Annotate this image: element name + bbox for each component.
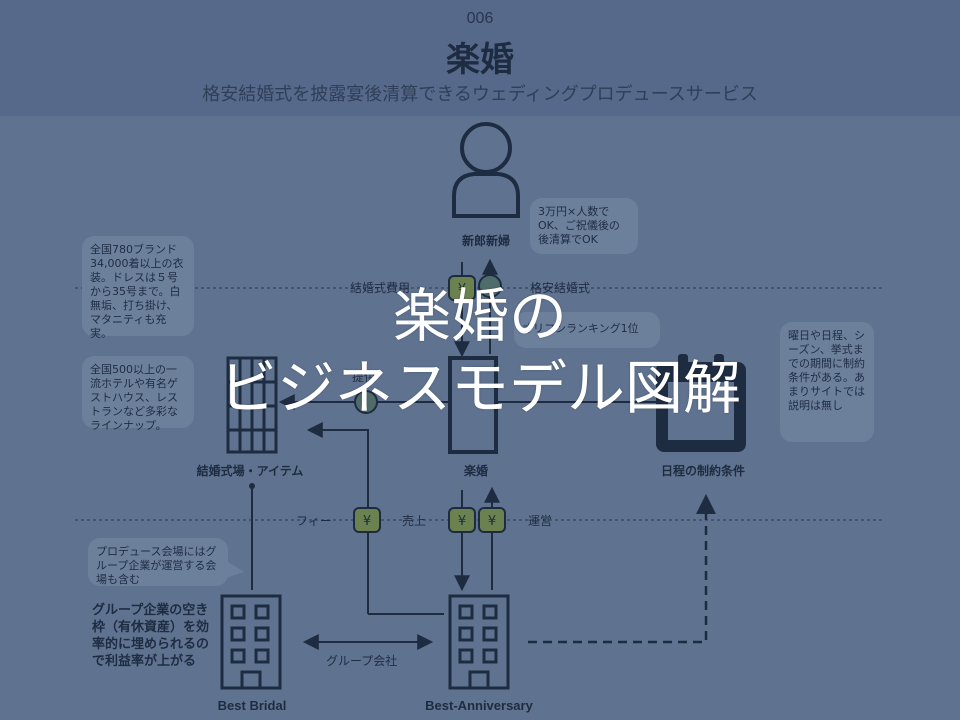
bubble-schedule: 曜日や日程、シーズン、挙式までの期間に制約条件がある。あまりサイトでは説明は無し: [780, 322, 874, 442]
flow-sales: 売上: [402, 514, 427, 528]
rakukon-box-icon: [448, 356, 498, 454]
bubble-hotels: 全国500以上の一流ホテルや有名ゲストハウス、レストランなど多彩なラインナップ。: [82, 356, 194, 432]
best-anniversary-building-icon: [448, 594, 510, 690]
overlay-title-line1: 楽婚の: [392, 282, 567, 350]
best-bridal-building-icon: [220, 594, 282, 690]
label-rakukon: 楽婚: [463, 464, 488, 478]
bubble-dresses: 全国780ブランド34,000着以上の衣装。ドレスは５号から35号まで。白無垢、…: [82, 236, 194, 340]
flow-cheap-wedding: 格安結婚式: [530, 281, 591, 295]
header-band: [0, 0, 960, 116]
yen-icon: ¥: [458, 514, 466, 529]
arrow-fee-path: [306, 422, 369, 614]
yen-icon: ¥: [488, 514, 496, 529]
service-badge-top: [478, 274, 502, 298]
yen-badge-fee-top: ¥: [448, 275, 476, 301]
yen-badge-operate: ¥: [478, 507, 506, 533]
yen-badge-fee: ¥: [353, 507, 381, 533]
yen-badge-sales: ¥: [448, 507, 476, 533]
flow-group-company: グループ会社: [326, 654, 398, 668]
case-number: 006: [466, 10, 494, 27]
couple-person-icon: [452, 122, 520, 218]
page-subtitle: 格安結婚式を披露宴後清算できるウェディングプロデュースサービス: [202, 84, 758, 105]
venue-building-icon: [226, 356, 278, 454]
venue-connector-dot: [249, 483, 255, 489]
yen-icon: ¥: [363, 514, 371, 529]
page-title: 楽婚: [446, 40, 514, 80]
label-best-bridal: Best Bridal: [217, 698, 287, 713]
label-schedule: 日程の制約条件: [660, 464, 745, 478]
note-group-vacancy: グループ企業の空き枠（有休資産）を効率的に埋められるので利益率が上がる: [92, 603, 210, 669]
flow-wedding-fee: 結婚式費用: [350, 281, 411, 295]
label-best-anniversary: Best-Anniversary: [425, 698, 533, 713]
label-venues: 結婚式場・アイテム: [196, 464, 304, 478]
bubble-ranking: オリコンランキング1位: [514, 312, 660, 348]
bubble-price: 3万円×人数でOK、ご祝儀後の後清算でOK: [530, 198, 638, 254]
provide-badge: [354, 390, 378, 414]
yen-icon: ¥: [458, 282, 466, 297]
bubble-tail-produce: [226, 562, 244, 578]
overlay-title: 楽婚の ビジネスモデル図解: [0, 280, 960, 424]
dashed-arrow-schedule: [528, 494, 716, 644]
calendar-icon: [656, 354, 746, 452]
flow-fee: フィー: [296, 514, 332, 528]
label-couple: 新郎新婦: [461, 234, 510, 248]
flow-provide: 提供: [352, 370, 377, 384]
flow-operation: 運営: [528, 514, 553, 528]
overlay-title-line2: ビジネスモデル図解: [218, 354, 741, 422]
bubble-produce: プロデュース会場にはグループ企業が運営する会場も含む: [88, 538, 228, 586]
